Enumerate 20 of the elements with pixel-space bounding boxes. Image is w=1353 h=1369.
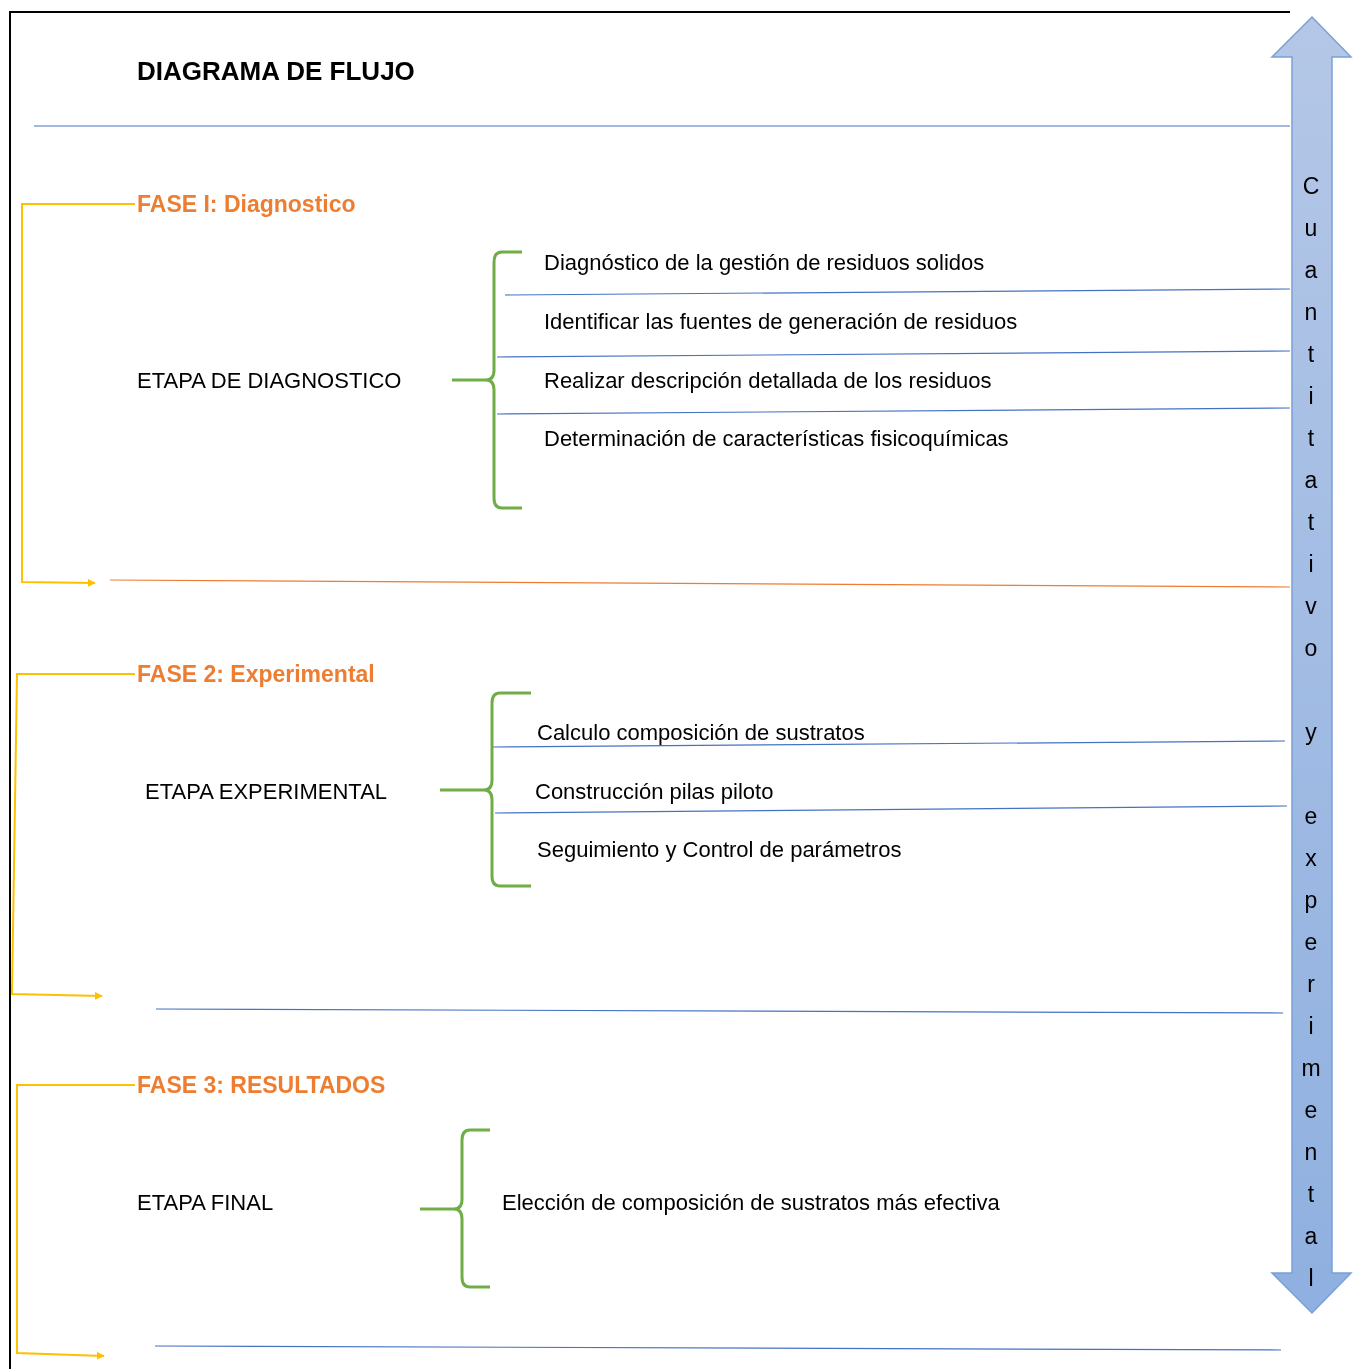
double-arrow xyxy=(1270,15,1353,1315)
task-text: Determinación de características fisicoquímicas xyxy=(544,426,1009,452)
task-text: Seguimiento y Control de parámetros xyxy=(537,837,902,863)
task-text: Construcción pilas piloto xyxy=(535,779,774,805)
task-text: Diagnóstico de la gestión de residuos solidos xyxy=(544,250,985,276)
task-text: Calculo composición de sustratos xyxy=(537,720,865,746)
bracket-arrow xyxy=(11,673,136,1000)
task-text: Identificar las fuentes de generación de residuos xyxy=(544,309,1018,335)
phase-heading: FASE I: Diagnostico xyxy=(137,190,356,218)
diagram-title: DIAGRAMA DE FLUJO xyxy=(137,56,415,86)
task-text: Elección de composición de sustratos más efectiva xyxy=(502,1190,1000,1216)
phase-heading: FASE 3: RESULTADOS xyxy=(137,1071,386,1099)
task-text: Realizar descripción detallada de los residuos xyxy=(544,368,992,394)
stage-label: ETAPA EXPERIMENTAL xyxy=(145,779,388,805)
bracket-arrow xyxy=(16,1084,136,1360)
bracket-arrow xyxy=(21,203,136,587)
phase-heading: FASE 2: Experimental xyxy=(137,660,375,688)
stage-label: ETAPA DE DIAGNOSTICO xyxy=(137,368,402,394)
stage-label: ETAPA FINAL xyxy=(137,1190,274,1216)
vertical-label: Cuantitativo y experimental xyxy=(1297,173,1325,1307)
